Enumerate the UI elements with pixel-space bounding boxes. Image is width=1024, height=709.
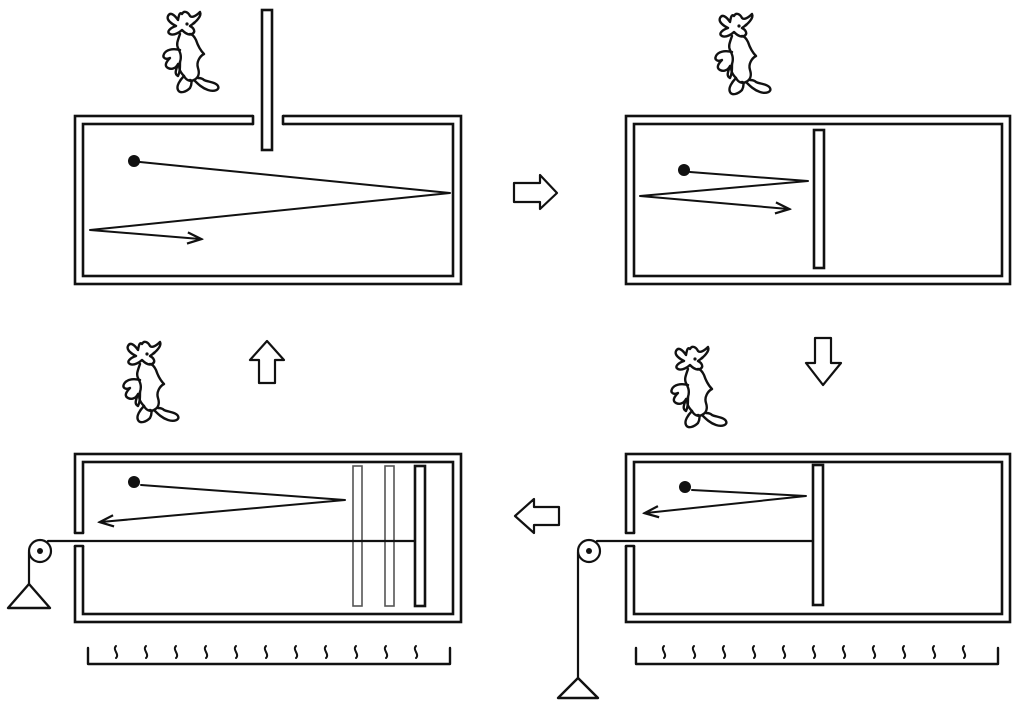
weight bbox=[6, 582, 52, 610]
flow-arrow-left bbox=[513, 497, 561, 535]
piston-ghost bbox=[384, 465, 395, 607]
demon-figure bbox=[122, 340, 180, 424]
piston bbox=[811, 463, 825, 607]
pulley bbox=[27, 538, 53, 564]
demon-figure bbox=[670, 345, 728, 429]
molecule-trajectory bbox=[89, 161, 451, 239]
piston bbox=[812, 128, 826, 270]
piston-ghost bbox=[352, 465, 363, 607]
heat-bath bbox=[86, 644, 452, 666]
panel-1 bbox=[73, 8, 463, 286]
flow-arrow-right bbox=[512, 173, 559, 211]
flow-arrow-up bbox=[248, 339, 286, 385]
panel-4 bbox=[6, 340, 463, 666]
piston bbox=[413, 464, 427, 608]
panel-2 bbox=[624, 12, 1012, 286]
molecule-trajectory bbox=[646, 489, 807, 513]
molecule bbox=[678, 164, 690, 176]
flow-arrow-down bbox=[804, 336, 843, 387]
molecule bbox=[679, 481, 691, 493]
weight bbox=[556, 676, 600, 700]
molecule-trajectory bbox=[639, 171, 809, 209]
molecule bbox=[128, 155, 140, 167]
demon-figure bbox=[162, 10, 220, 94]
heat-bath bbox=[634, 644, 1000, 666]
partition-rod bbox=[260, 8, 274, 152]
molecule-trajectory bbox=[101, 484, 346, 522]
demon-figure bbox=[714, 12, 772, 96]
panel-3 bbox=[556, 345, 1012, 700]
molecule bbox=[128, 476, 140, 488]
pulley bbox=[576, 538, 602, 564]
